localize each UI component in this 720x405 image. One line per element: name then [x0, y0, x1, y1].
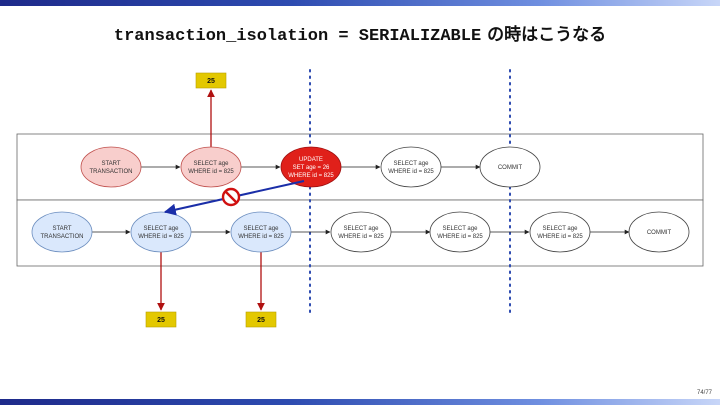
- node-b-select-1: SELECT age WHERE id = 825: [130, 211, 192, 253]
- node-label: WHERE id = 825: [437, 234, 483, 240]
- bottom-accent-bar: [0, 399, 720, 405]
- node-label: WHERE id = 825: [288, 173, 334, 179]
- node-b-select-2: SELECT age WHERE id = 825: [230, 211, 292, 253]
- node-label: WHERE id = 825: [537, 234, 583, 240]
- node-label: SELECT age: [194, 161, 230, 167]
- result-value-b-2: 25: [257, 317, 265, 324]
- node-label: SELECT age: [344, 226, 380, 232]
- node-label: COMMIT: [498, 165, 523, 171]
- page-number: 74/77: [696, 390, 712, 396]
- node-label: SELECT age: [443, 226, 479, 232]
- node-label: START: [101, 161, 120, 167]
- result-box-a: 25: [195, 72, 227, 89]
- node-label: START: [52, 226, 71, 232]
- node-label: WHERE id = 825: [388, 169, 434, 175]
- node-label: COMMIT: [647, 230, 672, 236]
- result-box-b-2: 25: [245, 311, 277, 328]
- node-label: WHERE id = 825: [138, 234, 184, 240]
- node-label: WHERE id = 825: [188, 169, 234, 175]
- result-box-b-1: 25: [145, 311, 177, 328]
- node-label: TRANSACTION: [40, 234, 83, 240]
- node-label: TRANSACTION: [89, 169, 132, 175]
- node-label: WHERE id = 825: [238, 234, 284, 240]
- node-label: UPDATE: [299, 157, 323, 163]
- result-value-a: 25: [207, 78, 215, 85]
- node-label: SELECT age: [244, 226, 280, 232]
- node-a-update: UPDATE SET age = 26 WHERE id = 825: [280, 146, 342, 188]
- node-b-select-5: SELECT age WHERE id = 825: [529, 211, 591, 253]
- slide-title: transaction_isolation = SERIALIZABLE の時は…: [0, 20, 720, 46]
- node-a-select-1: SELECT age WHERE id = 825: [180, 146, 242, 188]
- result-value-b-1: 25: [157, 317, 165, 324]
- node-b-select-3: SELECT age WHERE id = 825: [330, 211, 392, 253]
- node-label: SELECT age: [394, 161, 430, 167]
- node-label: WHERE id = 825: [338, 234, 384, 240]
- node-b-select-4: SELECT age WHERE id = 825: [429, 211, 491, 253]
- top-accent-bar: [0, 0, 720, 6]
- title-code: transaction_isolation = SERIALIZABLE: [113, 27, 482, 46]
- node-a-commit: COMMIT: [479, 146, 541, 188]
- node-label: SELECT age: [144, 226, 180, 232]
- node-label: SELECT age: [543, 226, 579, 232]
- node-label: SET age = 26: [293, 165, 330, 171]
- title-suffix: の時はこうなる: [481, 25, 607, 45]
- no-entry-icon: [221, 187, 241, 207]
- node-b-start: START TRANSACTION: [31, 211, 93, 253]
- node-a-start: START TRANSACTION: [80, 146, 142, 188]
- node-b-commit: COMMIT: [628, 211, 690, 253]
- node-a-select-2: SELECT age WHERE id = 825: [380, 146, 442, 188]
